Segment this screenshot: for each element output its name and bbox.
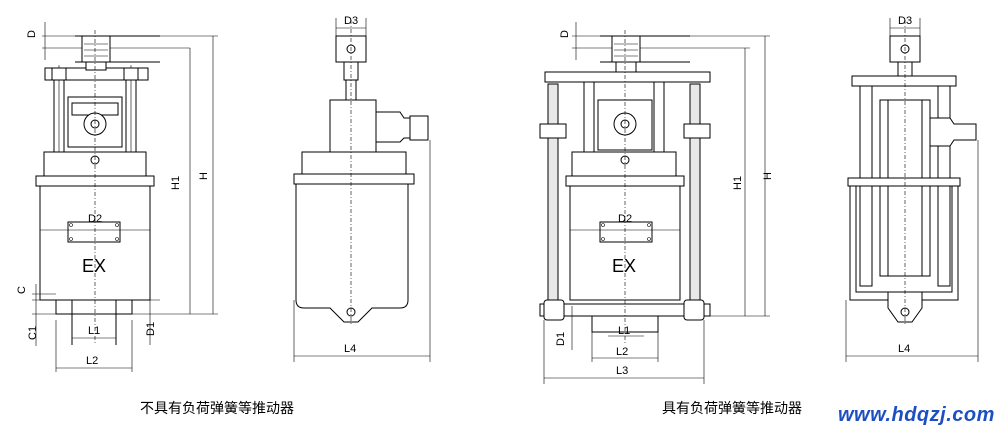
- label-c1: C1: [27, 326, 39, 340]
- view-front-with-spring: [539, 22, 770, 384]
- label-d2-right: D2: [618, 213, 632, 225]
- label-h1-left: H1: [170, 176, 182, 190]
- label-l2-left: L2: [86, 355, 98, 367]
- label-d1-right: D1: [555, 332, 567, 346]
- label-d-left: D: [26, 30, 38, 38]
- label-h-right: H: [762, 172, 774, 180]
- caption-with-spring: 具有负荷弹簧等推动器: [662, 400, 802, 416]
- label-ex-left: EX: [82, 256, 106, 276]
- label-d1-left: D1: [145, 322, 157, 336]
- label-d3-side-right: D3: [898, 15, 912, 27]
- label-d3-side: D3: [344, 15, 358, 27]
- label-l4-side-right: L4: [898, 343, 910, 355]
- view-side-with-spring: [845, 18, 979, 362]
- label-d-right: D: [559, 30, 571, 38]
- label-c: C: [16, 286, 28, 294]
- dimension-labels: D H1 H D2 EX C C1 L1 D1 L2 D3 L4 D H1 H …: [16, 15, 912, 377]
- watermark: www.hdqzj.com: [838, 404, 995, 426]
- label-d2-left: D2: [88, 213, 102, 225]
- view-side-no-spring: [293, 18, 431, 362]
- label-ex-right: EX: [612, 256, 636, 276]
- label-l1-right: L1: [618, 325, 630, 337]
- label-l2-right: L2: [616, 346, 628, 358]
- label-l4-side: L4: [344, 343, 356, 355]
- label-h1-right: H1: [732, 176, 744, 190]
- label-h-left: H: [198, 172, 210, 180]
- view-front-no-spring: [32, 22, 218, 372]
- label-l3: L3: [616, 365, 628, 377]
- caption-no-spring: 不具有负荷弹簧等推动器: [140, 400, 294, 416]
- label-l1-left: L1: [88, 325, 100, 337]
